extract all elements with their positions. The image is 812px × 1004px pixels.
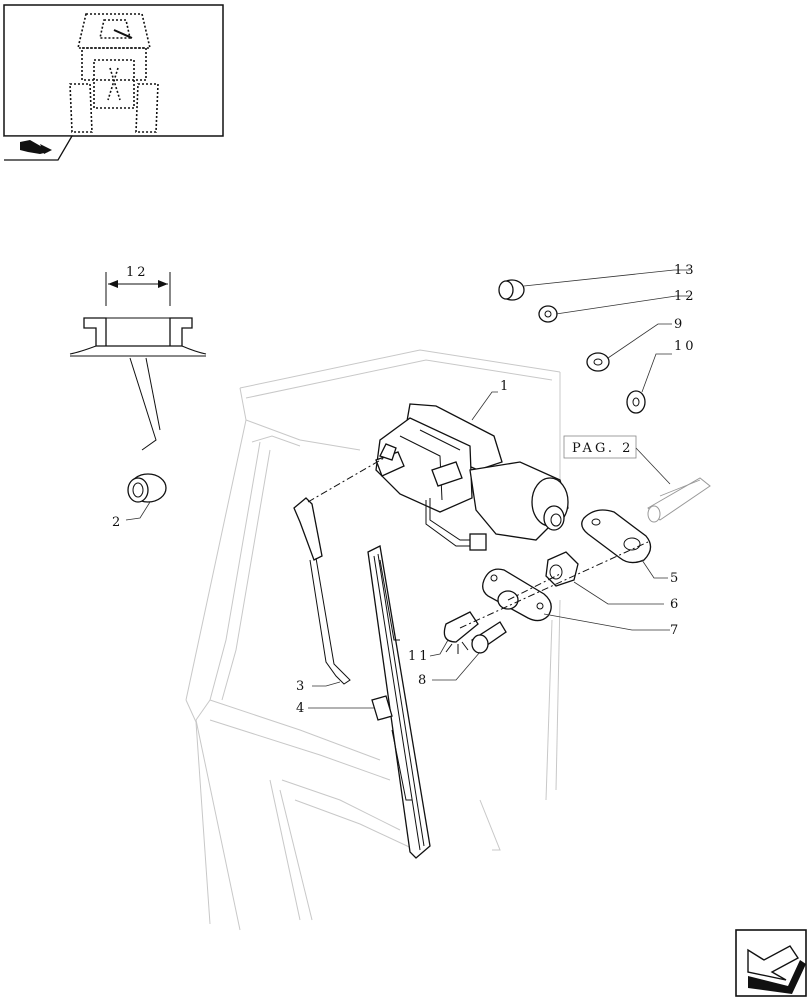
part-screw[interactable] (471, 621, 507, 654)
callout-1: 1 (500, 379, 511, 394)
part-wiper-motor[interactable] (375, 403, 569, 551)
callout-11: 11 (408, 649, 431, 664)
callout-13: 13 (674, 263, 697, 278)
callout-5: 5 (670, 571, 681, 586)
page-reference-label: PAG. 2 (572, 441, 633, 456)
callout-leaders (125, 269, 690, 709)
next-page-button[interactable] (735, 929, 807, 997)
dimension-label: 12 (126, 265, 149, 280)
grommet-detail-view: 12 (69, 265, 207, 451)
wiper-section-icon (20, 140, 52, 154)
callout-6: 6 (670, 597, 681, 612)
next-page-arrow-icon (747, 945, 806, 994)
reference-pointer-icon (647, 477, 711, 523)
callout-2: 2 (112, 515, 123, 530)
part-wiper-arm[interactable] (293, 497, 351, 685)
cab-ghost-outline (185, 349, 561, 931)
callout-7: 7 (670, 623, 681, 638)
callout-9: 9 (674, 317, 685, 332)
part-wiper-blade[interactable] (367, 545, 431, 859)
callout-12: 12 (674, 289, 697, 304)
part-bushing[interactable] (498, 279, 525, 301)
callout-numbers: 1 2 3 4 5 6 7 8 9 10 11 12 13 (112, 263, 697, 716)
part-gasket-plate[interactable] (581, 509, 652, 564)
part-washer-large[interactable] (626, 390, 646, 414)
page-reference[interactable]: PAG. 2 (563, 435, 711, 523)
assembly-lines (307, 457, 649, 629)
callout-4: 4 (296, 701, 307, 716)
part-grommet[interactable] (127, 473, 167, 503)
thumbnail-panel[interactable] (3, 4, 224, 161)
callout-10: 10 (674, 339, 697, 354)
part-washer-small[interactable] (538, 305, 558, 323)
part-washer[interactable] (586, 352, 610, 372)
callout-3: 3 (296, 679, 307, 694)
part-nut[interactable] (545, 551, 579, 587)
callout-8: 8 (418, 673, 429, 688)
